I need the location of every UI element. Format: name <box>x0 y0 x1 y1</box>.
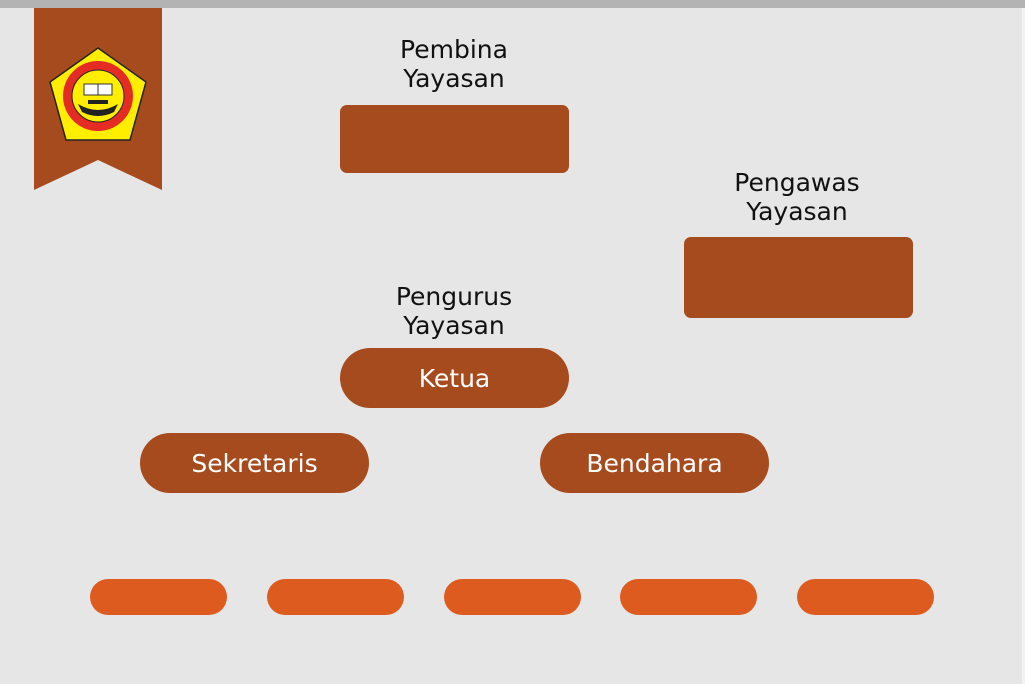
pengurus-title: Pengurus Yayasan <box>334 282 574 340</box>
pengawas-title-line2: Yayasan <box>746 197 848 226</box>
member-slot <box>267 579 404 615</box>
ketua-node: Ketua <box>340 348 569 408</box>
pengurus-title-line2: Yayasan <box>403 311 505 340</box>
member-slot <box>797 579 934 615</box>
member-slot <box>90 579 227 615</box>
logo-emblem-icon <box>49 47 147 141</box>
pengawas-title: Pengawas Yayasan <box>677 168 917 226</box>
pengurus-title-line1: Pengurus <box>395 282 513 311</box>
logo-banner <box>34 8 162 190</box>
pengawas-box <box>684 237 913 318</box>
right-border <box>1022 8 1025 684</box>
member-slot <box>620 579 757 615</box>
pembina-title-line1: Pembina <box>400 35 508 64</box>
pembina-box <box>340 105 569 173</box>
member-slot <box>444 579 581 615</box>
pembina-title-line2: Yayasan <box>403 64 505 93</box>
pembina-title: Pembina Yayasan <box>334 35 574 93</box>
bendahara-node: Bendahara <box>540 433 769 493</box>
top-border <box>0 0 1025 8</box>
pengawas-title-line1: Pengawas <box>734 168 860 197</box>
sekretaris-node: Sekretaris <box>140 433 369 493</box>
